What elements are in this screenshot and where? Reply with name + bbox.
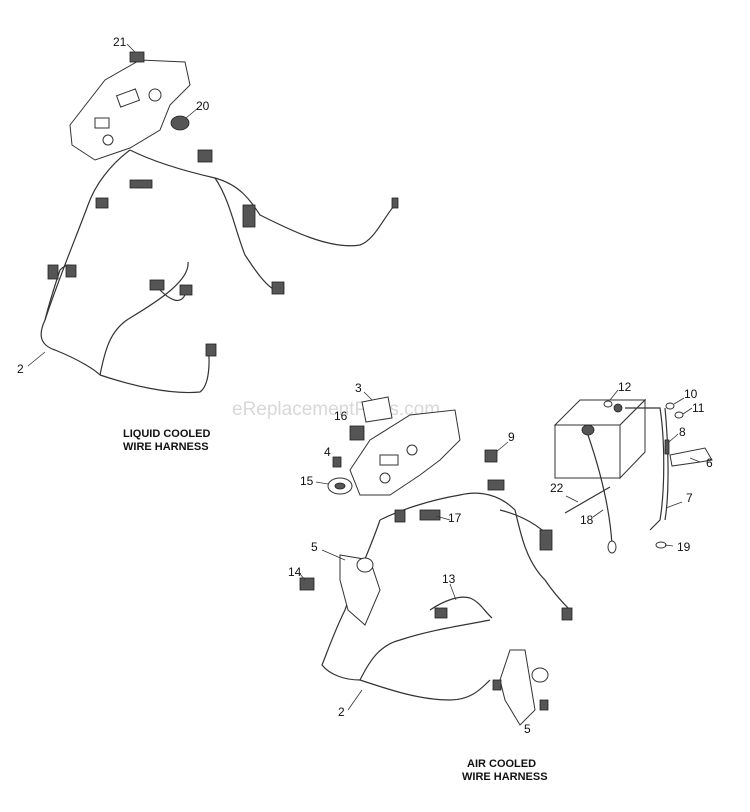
callout-15: 15: [300, 474, 314, 488]
air-cooled-assembly: 3 16 4 15 9 17 5 14 13 2 5 AIR COOLED WI…: [288, 381, 573, 783]
strap-22: [564, 486, 611, 514]
callout-5-upper: 5: [311, 540, 318, 554]
nut-11: [674, 411, 684, 419]
callout-19: 19: [677, 540, 691, 554]
callout-3: 3: [355, 381, 362, 395]
callout-10: 10: [684, 387, 698, 401]
callout-18: 18: [580, 513, 594, 527]
air-cooled-caption-line2: WIRE HARNESS: [462, 771, 548, 783]
callout-21: 21: [113, 35, 127, 49]
air-wire-harness: [379, 492, 571, 611]
cable-7: [625, 407, 665, 531]
callout-12: 12: [618, 380, 632, 394]
switch-20: [170, 115, 190, 131]
callout-17: 17: [448, 511, 462, 525]
callout-2-liquid: 2: [17, 362, 24, 376]
callout-7: 7: [686, 491, 693, 505]
liquid-cooled-assembly: 21 20 2 LIQUID COOLED WIRE HARNESS: [17, 35, 399, 453]
callout-22: 22: [550, 481, 564, 495]
callout-11: 11: [692, 401, 705, 415]
part-9: [484, 449, 498, 463]
part-3: [361, 396, 393, 423]
callout-16: 16: [334, 409, 348, 423]
part-17: [419, 509, 441, 521]
liquid-cooled-caption-line2: WIRE HARNESS: [123, 441, 209, 453]
callout-5-lower: 5: [524, 722, 531, 736]
washer-19: [655, 541, 667, 549]
callout-9: 9: [508, 430, 515, 444]
callout-20: 20: [196, 99, 210, 113]
liquid-cooled-caption-line1: LIQUID COOLED: [123, 428, 210, 440]
callout-4: 4: [324, 445, 331, 459]
callout-14: 14: [288, 565, 302, 579]
air-cooled-caption-line1: AIR COOLED: [467, 758, 536, 770]
part-5-lower: [499, 649, 536, 726]
nut-12: [603, 400, 613, 408]
liquid-dash-panel: [69, 59, 191, 161]
callout-8: 8: [679, 425, 686, 439]
liquid-wire-harness: [129, 149, 396, 247]
bolt-10: [665, 402, 675, 410]
switch-21: [129, 51, 145, 63]
switch-16: [349, 425, 365, 441]
bracket-6: [669, 447, 713, 467]
part-14: [299, 577, 315, 591]
callout-13: 13: [442, 572, 456, 586]
callout-2-air: 2: [338, 705, 345, 719]
air-dash-panel: [349, 409, 461, 496]
battery-assembly: 12 10 11 8 6 7 22 18 19: [550, 380, 713, 554]
callout-6: 6: [706, 456, 713, 470]
bolt-8: [664, 439, 670, 455]
part-4: [332, 456, 342, 468]
